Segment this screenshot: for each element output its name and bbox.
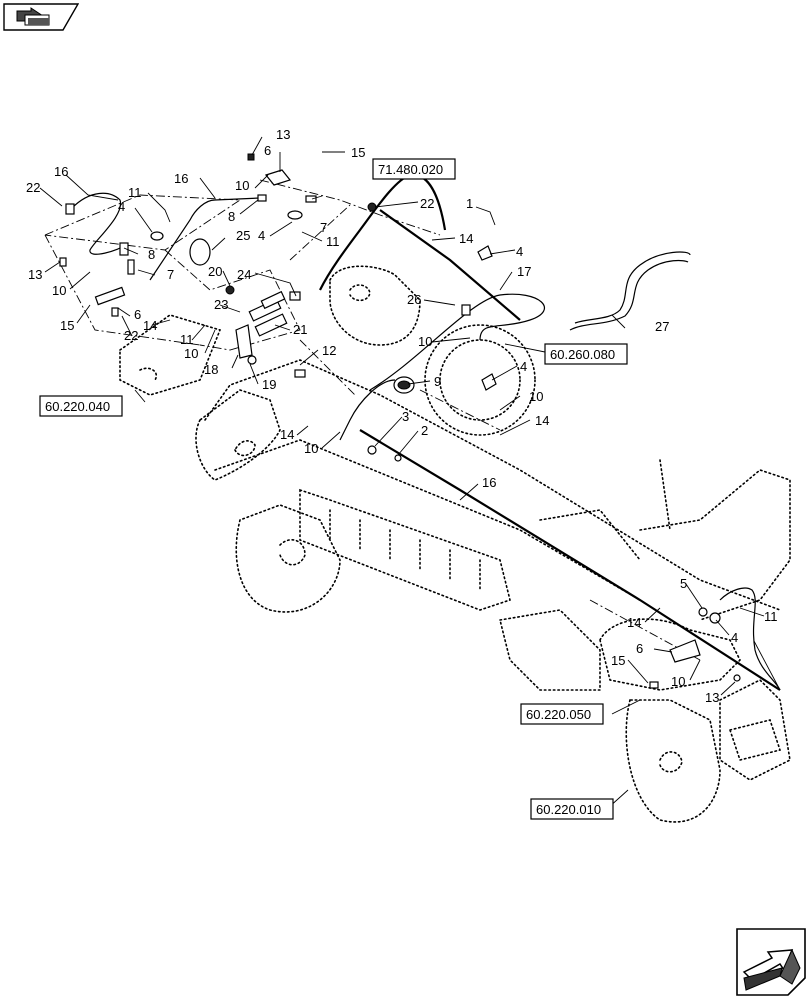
ref-box-60-260-080[interactable]: 60.260.080: [544, 343, 628, 365]
callout-25: 25: [236, 228, 250, 243]
callout-8: 8: [228, 209, 235, 224]
callout-9: 9: [434, 374, 441, 389]
callout-6: 6: [264, 143, 271, 158]
seal-25: [189, 238, 211, 266]
hose-27: [574, 251, 691, 324]
ref-box-60-220-040[interactable]: 60.220.040: [39, 395, 123, 417]
callout-16: 16: [54, 164, 68, 179]
callout-13: 13: [705, 690, 719, 705]
callout-11: 11: [180, 332, 194, 347]
callout-6: 6: [134, 307, 141, 322]
ref-box-60-220-050[interactable]: 60.220.050: [520, 703, 604, 725]
hose-16-main: [359, 429, 781, 691]
hardware: [59, 153, 741, 689]
callout-7: 7: [167, 267, 174, 282]
callout-17: 17: [517, 264, 531, 279]
callout-20: 20: [208, 264, 222, 279]
callout-24: 24: [237, 267, 251, 282]
hose-17: [369, 293, 545, 391]
callout-14: 14: [143, 318, 157, 333]
callout-18: 18: [204, 362, 218, 377]
hoses: [71, 173, 781, 691]
next-page-arrow-icon: [736, 928, 806, 996]
hose-curve: [339, 379, 396, 441]
callout-3: 3: [402, 409, 409, 424]
callout-11: 11: [326, 234, 340, 249]
callout-14: 14: [627, 615, 641, 630]
callout-12: 12: [322, 343, 336, 358]
callout-10: 10: [529, 389, 543, 404]
callout-10: 10: [184, 346, 198, 361]
ref-box-60-220-010[interactable]: 60.220.010: [530, 798, 614, 820]
callout-4: 4: [731, 630, 738, 645]
callout-4: 4: [516, 244, 523, 259]
hose-16-upper: [149, 197, 261, 281]
callout-22: 22: [420, 196, 434, 211]
hose-upper-right: [319, 173, 447, 291]
callout-22: 22: [26, 180, 40, 195]
callout-4: 4: [258, 228, 265, 243]
next-page-button[interactable]: [736, 928, 806, 996]
callout-1: 1: [466, 196, 473, 211]
callout-13: 13: [28, 267, 42, 282]
leader-lines: [39, 136, 781, 809]
ref-box-71-480-020[interactable]: 71.480.020: [372, 158, 456, 180]
ref-text: 60.220.040: [45, 399, 110, 414]
callout-21: 21: [293, 322, 307, 337]
callout-4: 4: [520, 359, 527, 374]
callout-6: 6: [636, 641, 643, 656]
folder-back-arrow-icon: [3, 3, 80, 31]
callout-5: 5: [680, 576, 687, 591]
callout-4: 4: [118, 199, 125, 214]
callout-10: 10: [52, 283, 66, 298]
callout-23: 23: [214, 297, 228, 312]
callout-2: 2: [421, 423, 428, 438]
hose-14: [379, 209, 521, 321]
callout-8: 8: [148, 247, 155, 262]
callout-10: 10: [304, 441, 318, 456]
callout-11: 11: [764, 609, 778, 624]
callout-16: 16: [482, 475, 496, 490]
callout-10: 10: [671, 674, 685, 689]
callout-14: 14: [459, 231, 473, 246]
back-nav-button[interactable]: [3, 3, 80, 31]
callout-22: 22: [124, 328, 138, 343]
callout-11: 11: [128, 185, 142, 200]
callout-10: 10: [418, 334, 432, 349]
callout-13: 13: [276, 127, 290, 142]
callout-15: 15: [351, 145, 365, 160]
callout-15: 15: [60, 318, 74, 333]
callout-7: 7: [320, 220, 327, 235]
callout-14: 14: [535, 413, 549, 428]
ref-text: 60.260.080: [550, 347, 615, 362]
callout-10: 10: [235, 178, 249, 193]
ref-text: 60.220.050: [526, 707, 591, 722]
hose-16-left: [71, 192, 126, 255]
callout-16: 16: [174, 171, 188, 186]
callout-14: 14: [280, 427, 294, 442]
callout-27: 27: [655, 319, 669, 334]
callout-19: 19: [262, 377, 276, 392]
ref-text: 60.220.010: [536, 802, 601, 817]
callout-26: 26: [407, 292, 421, 307]
callout-numbers: 13 6 15 16 16 22 11 10 4 8 8 7 4 25 11 2…: [26, 127, 778, 705]
assembly-outlines: [44, 179, 701, 661]
header-frame-outline: [119, 265, 791, 823]
callout-15: 15: [611, 653, 625, 668]
ref-text: 71.480.020: [378, 162, 443, 177]
